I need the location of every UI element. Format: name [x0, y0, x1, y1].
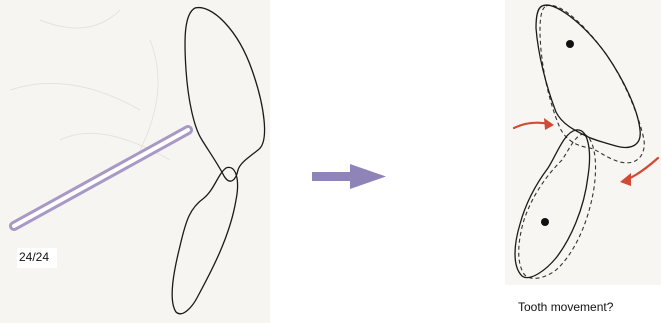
- tooth-movement-caption: Tooth movement?: [518, 300, 613, 314]
- force-arrow-right-icon: [620, 158, 658, 186]
- upper-tooth-center-dot: [566, 40, 574, 48]
- right-arrow-icon: [312, 164, 386, 189]
- right-lower-tooth-outline: [515, 130, 590, 278]
- periodontal-probe: [14, 130, 188, 226]
- left-upper-tooth-outline: [185, 8, 265, 182]
- force-arrow-left-icon: [514, 118, 554, 130]
- lower-tooth-center-dot: [541, 218, 549, 226]
- page-counter: 24/24: [17, 248, 57, 268]
- left-lower-tooth-outline: [172, 167, 237, 313]
- left-background-texture: [10, 10, 170, 160]
